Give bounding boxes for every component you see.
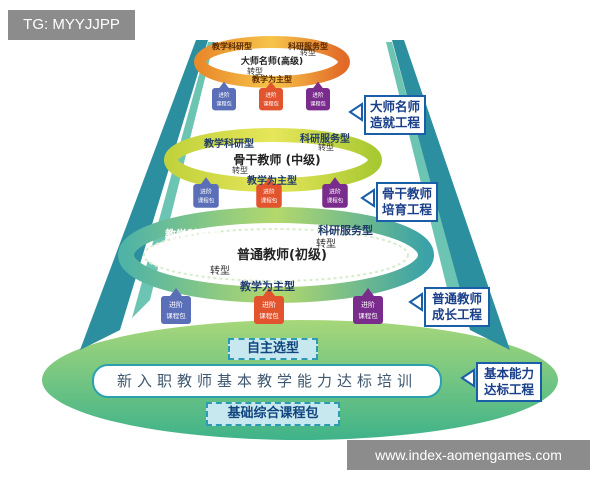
level2-left-banner: 教学科研型 [204,139,254,150]
side-label-line: 达标工程 [483,382,534,397]
package-arrow-icon [170,288,182,296]
package-body [193,184,219,208]
level3-right-banner: 科研服务型 [318,224,373,237]
package-body [353,296,383,324]
level3-transform: 转型 [316,239,336,250]
level1-transform-2: 转型 [247,67,263,76]
package-arrow-icon [263,288,275,296]
package-body [254,296,284,324]
ring-level-3-inner [143,228,409,282]
ring-level-2-inner [185,145,361,175]
side-label-line: 成长工程 [431,307,482,322]
package-label: 课程包 [216,100,232,108]
tag-label: TG: MYYJJPP [8,10,135,40]
left-side-band [80,40,208,350]
package-label: 课程包 [263,100,279,108]
package-arrow-icon [263,177,275,184]
side-label-line: 造就工程 [369,115,420,130]
level3-bottom-banner: 教学为主型 [240,280,295,293]
package-label: 课程包 [310,100,326,108]
side-label-line: 大师名师 [369,99,420,114]
arrow-icon [408,292,423,312]
base-top-box: 自主选型 [228,338,318,360]
side-label-line: 基本能力 [483,366,534,381]
level1-title: 大师名师(高级) [240,57,304,67]
ring-level-1-inner [212,51,332,73]
side-label-base: 基本能力 达标工程 [476,362,542,402]
package-arrow-icon [313,81,323,88]
side-label-line: 培育工程 [381,202,432,217]
package-label: 进阶 [169,300,183,309]
package-label: 课程包 [259,311,279,320]
arrow-icon [348,102,363,122]
package-arrow-icon [219,81,229,88]
base-bottom-box: 基础综合课程包 [206,402,340,426]
package-body [322,184,348,208]
level3-title: 普通教师(初级) [237,248,327,263]
level2-right-banner: 科研服务型 [300,134,350,145]
level1-transform: 转型 [300,48,316,57]
package-label: 课程包 [327,197,344,205]
package-arrow-icon [200,177,212,184]
arrow-icon [360,188,375,208]
package-label: 进阶 [262,300,276,309]
watermark: www.index-aomengames.com [347,440,590,470]
level2-transform-2: 转型 [232,166,248,175]
level3-left-banner: 教学科研型 [165,228,220,241]
ring-level-3 [118,207,434,303]
package-label: 进阶 [329,187,341,195]
package-label: 课程包 [198,197,215,205]
level1-bottom-banner: 教学为主型 [252,75,292,84]
side-label-line: 骨干教师 [381,186,432,201]
package-label: 进阶 [361,300,375,309]
package-body [259,88,283,111]
base-main-text: 新入职教师基本教学能力达标培训 [92,364,442,398]
level1-right-banner: 科研服务型 [288,42,328,51]
package-label: 课程包 [358,311,378,320]
package-body [212,88,236,111]
package-label: 进阶 [218,91,230,99]
package-label: 进阶 [200,187,212,195]
level2-transform: 转型 [318,143,334,152]
ring-level-1 [194,36,350,88]
package-body [161,296,191,324]
package-arrow-icon [362,288,374,296]
level1-left-banner: 教学科研型 [212,42,252,51]
package-label: 进阶 [263,187,275,195]
level2-title: 骨干教师 (中级) [233,153,321,167]
package-body [306,88,330,111]
side-label-level3: 普通教师 成长工程 [424,287,490,327]
side-label-line: 普通教师 [431,291,482,306]
package-label: 课程包 [166,311,186,320]
side-label-level2: 骨干教师 培育工程 [376,182,438,222]
package-label: 进阶 [312,91,324,99]
level2-bottom-banner: 教学为主型 [247,176,297,187]
level3-transform-2: 转型 [210,266,230,277]
package-label: 进阶 [265,91,277,99]
package-arrow-icon [329,177,341,184]
package-label: 课程包 [261,197,278,205]
side-label-level1: 大师名师 造就工程 [364,95,426,135]
package-arrow-icon [266,81,276,88]
arrow-icon [460,368,475,388]
package-body [256,184,282,208]
